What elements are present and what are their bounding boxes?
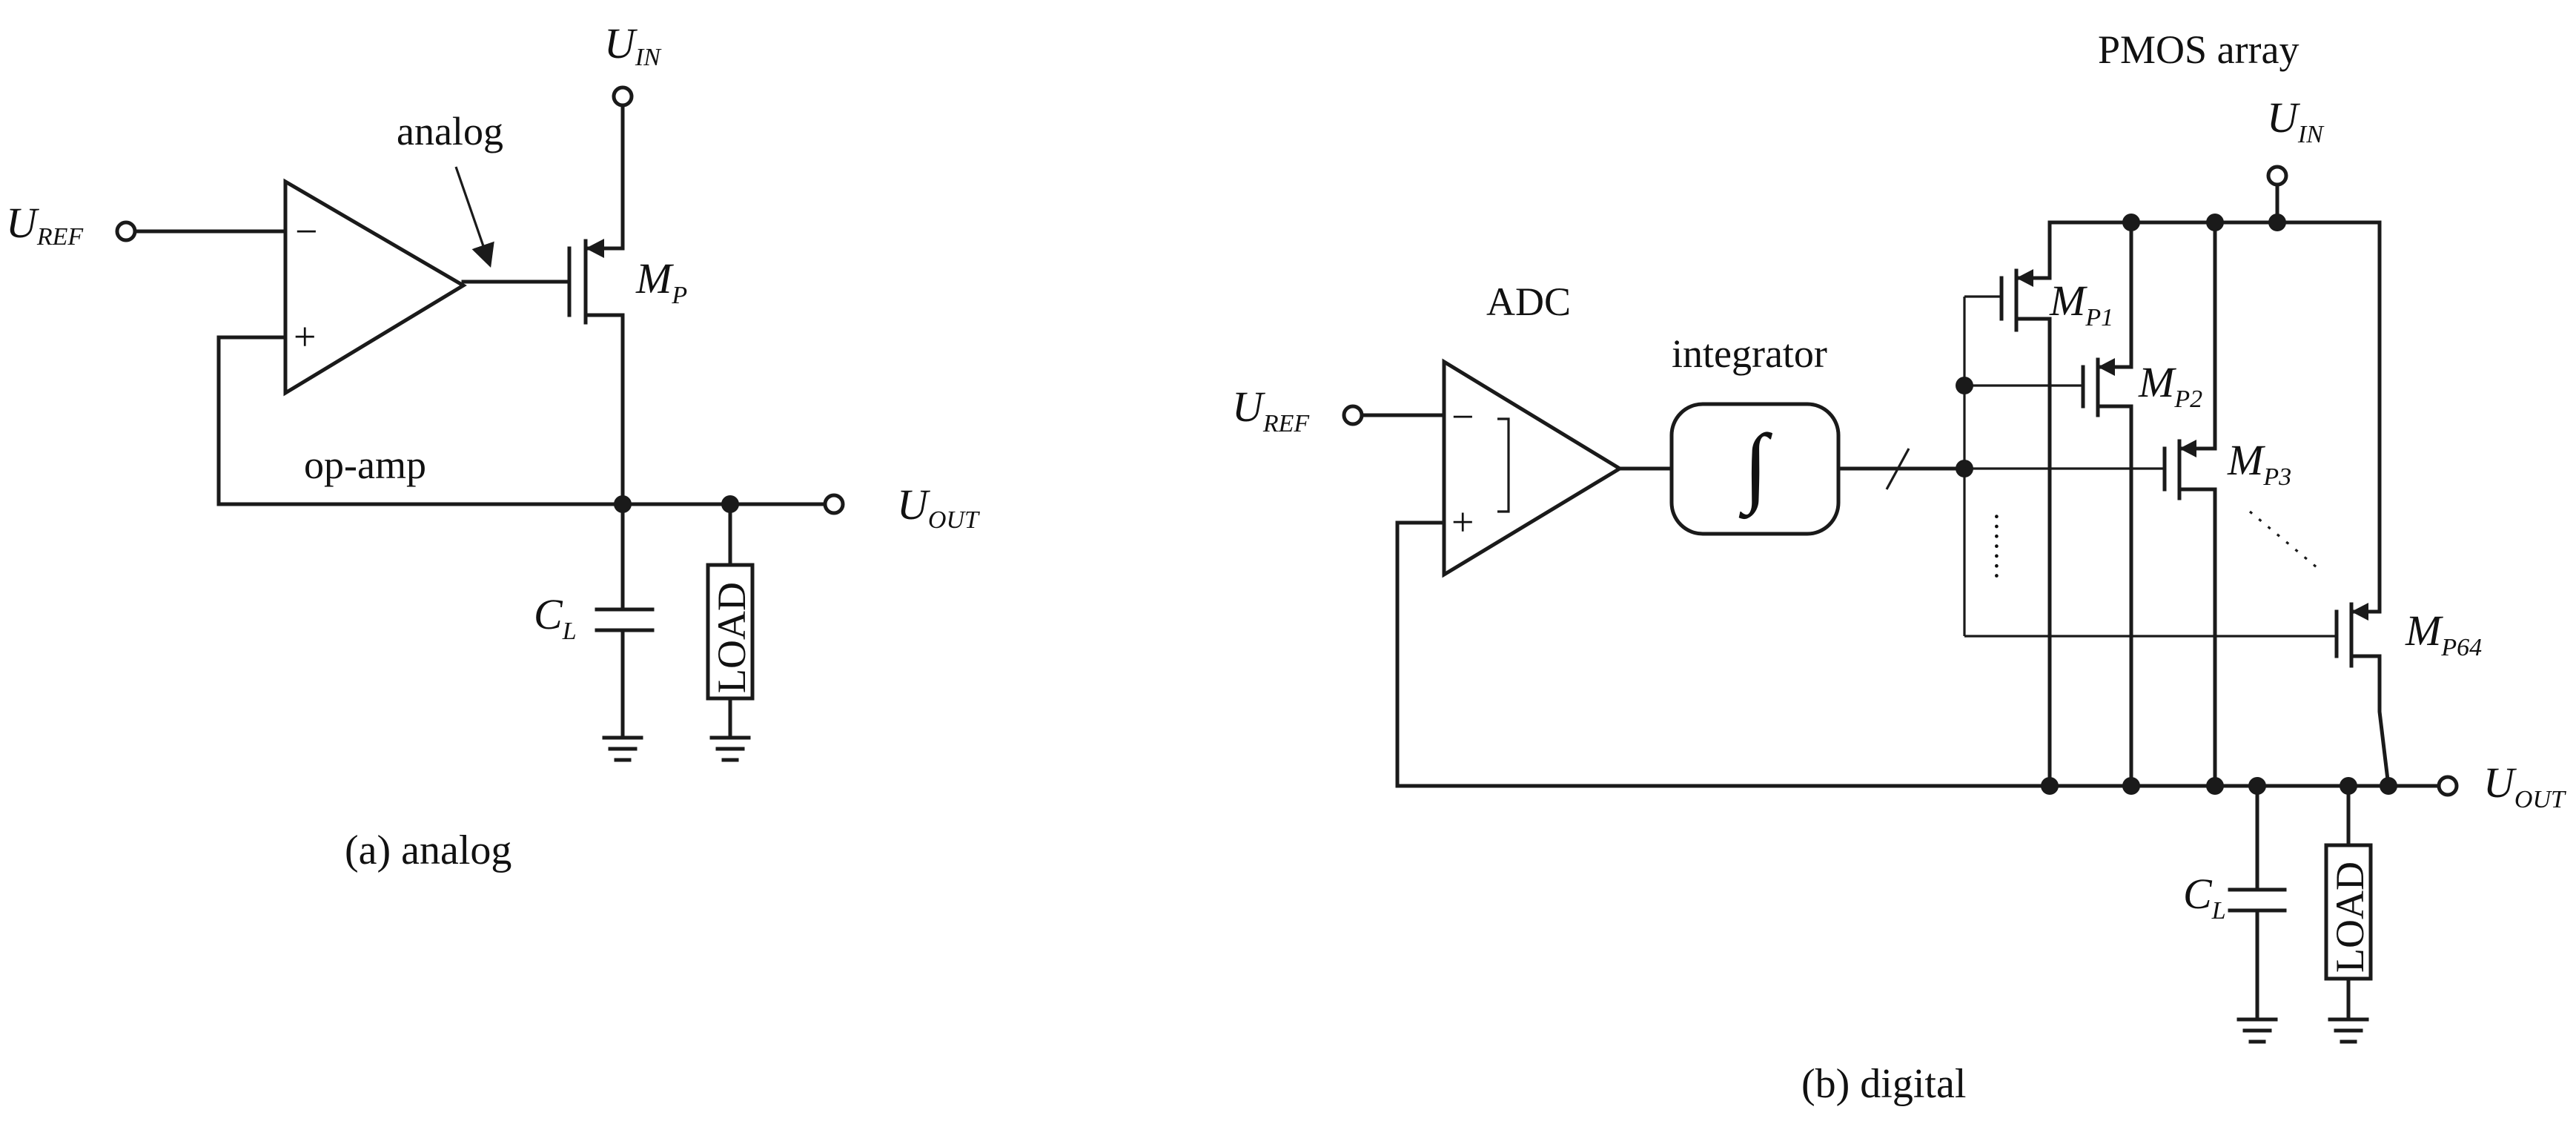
panel-analog: UIN UREF − + MP analog — [6, 19, 980, 873]
uref-label: UREF — [1232, 383, 1310, 437]
opamp-label: op-amp — [304, 443, 426, 487]
junction-dot — [2380, 777, 2397, 795]
junction-dot — [2041, 777, 2059, 795]
uout-label: UOUT — [897, 480, 980, 534]
integrator-label: integrator — [1672, 331, 1827, 376]
analog-label: analog — [397, 109, 503, 153]
transistor-mp — [567, 231, 625, 506]
uin-label: UIN — [604, 19, 662, 71]
transistor-mp64 — [1964, 598, 2391, 788]
mp2-label: MP2 — [2138, 358, 2202, 413]
uout-terminal — [823, 493, 845, 515]
uref-terminal — [115, 220, 288, 242]
array-continuation-dots — [2248, 510, 2318, 569]
capacitor-cl — [595, 502, 655, 762]
load-block: LOAD — [706, 502, 755, 762]
opamp-minus-sign: − — [295, 209, 317, 254]
load-label: LOAD — [709, 582, 754, 693]
integrator-symbol: ∫ — [1738, 416, 1773, 520]
transistor-mp1 — [1964, 220, 2052, 788]
cl-label: CL — [534, 590, 577, 645]
uref-terminal — [1342, 404, 1364, 426]
panel-digital: PMOS array UIN UREF − + ADC ∫ integrator — [1232, 27, 2566, 1107]
adc-label: ADC — [1486, 280, 1571, 324]
uin-terminal — [612, 85, 634, 236]
uin-terminal — [2266, 165, 2288, 187]
mp-label: MP — [635, 254, 687, 309]
bus-slash — [1885, 448, 1910, 490]
uout-terminal — [2437, 775, 2459, 797]
junction-dot — [2122, 777, 2140, 795]
adc-comparator: − + — [1442, 358, 1623, 578]
uin-label: UIN — [2267, 93, 2325, 148]
uout-label: UOUT — [2483, 758, 2566, 813]
mp64-label: MP64 — [2405, 606, 2482, 661]
opamp-plus-sign: + — [294, 314, 316, 359]
caption-analog: (a) analog — [345, 827, 511, 873]
load-block: LOAD — [2324, 784, 2373, 1044]
gate-bus-ellipsis: ······· — [1980, 512, 2013, 581]
integrator-block: ∫ — [1669, 402, 1841, 536]
mp3-label: MP3 — [2227, 436, 2291, 491]
load-label: LOAD — [2328, 862, 2372, 973]
transistor-mp3 — [1964, 220, 2217, 788]
capacitor-cl — [2228, 784, 2287, 1044]
cl-label: CL — [2183, 870, 2226, 925]
opamp: − + — [283, 178, 467, 397]
pmos-array-label: PMOS array — [2098, 27, 2299, 72]
junction-dot — [2268, 214, 2286, 231]
junction-dot — [2206, 777, 2224, 795]
mp1-label: MP1 — [2049, 277, 2113, 331]
adc-plus-sign: + — [1451, 500, 1474, 544]
uref-label: UREF — [6, 199, 84, 251]
caption-digital: (b) digital — [1801, 1061, 1966, 1107]
adc-minus-sign: − — [1451, 394, 1474, 439]
